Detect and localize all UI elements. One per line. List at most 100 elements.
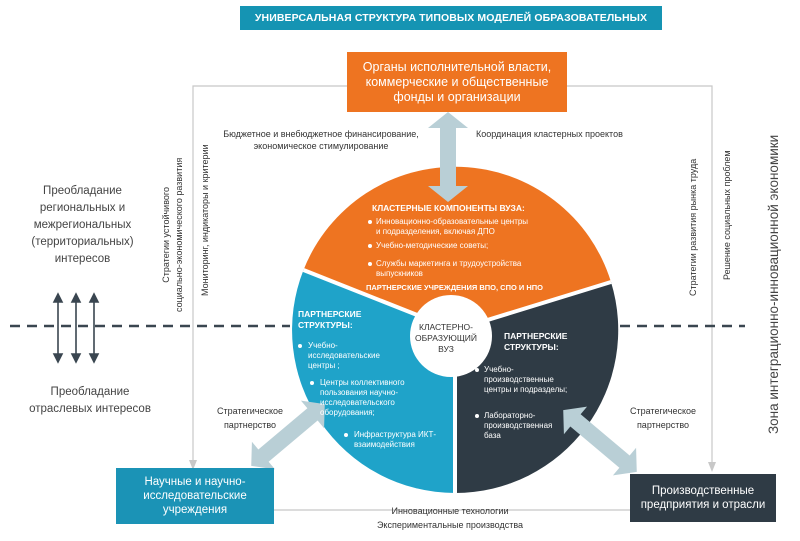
bullet-icon [475,414,479,418]
left-item-line: оборудования; [320,408,375,417]
left-segment-item: Инфраструктура ИКТ- взаимодействия [354,430,436,450]
top-item-line: Инновационно-образовательные центры [376,217,529,226]
segment-top [303,166,611,330]
bullet-icon [298,344,302,348]
left-item-line: Инфраструктура ИКТ- [354,430,437,439]
authorities-box-line: фонды и организации [393,89,521,104]
sectoral-line: Преобладание [50,386,130,398]
innovation-line: Инновационные технологии [391,506,509,516]
social-problems-vertical: Решение социальных проблем [722,150,732,280]
right-segment-item: Лабораторно- производственная база [484,411,552,441]
segment-right [455,282,619,494]
regional-line: межрегиональных [33,219,132,231]
strategy-line: Стратегии устойчивого [161,187,171,283]
right-segment-title: ПАРТНЕРСКИЕ СТРУКТУРЫ: [504,331,567,353]
top-item-line: Службы маркетинга и трудоустройства [376,259,522,268]
sectoral-interests-text: Преобладание отраслевых интересов [20,384,160,418]
bullet-icon [368,244,372,248]
side-double-arrows [52,292,100,364]
funding-label: Бюджетное и внебюджетное финансирование,… [216,128,426,152]
title-banner: УНИВЕРСАЛЬНАЯ СТРУКТУРА ТИПОВЫХ МОДЕЛЕЙ … [240,6,662,48]
frame-arrowhead-right [708,462,716,472]
bullet-icon [310,381,314,385]
sectoral-line: отраслевых интересов [29,403,151,415]
strategic-partnership-left: Стратегическое партнерство [205,404,295,432]
regional-line: (территориальных) [31,236,134,248]
top-segment-item: Инновационно-образовательные центры и по… [376,217,528,237]
right-title-line: СТРУКТУРЫ: [504,342,559,352]
right-title-line: ПАРТНЕРСКИЕ [504,331,568,341]
left-segment-item: Учебно- исследовательские центры ; [308,341,380,371]
regional-interests-text: Преобладание региональных и межрегиональ… [20,183,145,268]
frame-arrowhead-left [189,460,197,470]
bullet-icon [475,368,479,372]
frame-line-left [192,85,347,466]
sustainable-strategy-vertical: Стратегии устойчивого социально-экономич… [160,158,186,312]
research-box-line: учреждения [162,504,228,516]
arrow-top-double [428,112,468,202]
left-item-line: исследовательские [308,351,380,360]
top-item-line: и подразделения, включая ДПО [376,227,495,236]
regional-line: интересов [54,253,111,265]
left-item-line: Учебно- [308,341,338,350]
bullet-icon [368,220,372,224]
funding-line: экономическое стимулирование [253,141,389,151]
industry-box-line: Производственные [651,485,755,497]
center-line: ОБРАЗУЮЩИЙ [414,333,478,343]
left-segment-item: Центры коллективного пользования научно-… [320,378,405,418]
left-item-line: взаимодействия [354,440,415,449]
research-box-line: исследовательские [143,490,247,502]
strategic-left-line: партнерство [223,420,277,430]
bullet-icon [368,262,372,266]
left-item-line: центры ; [308,361,340,370]
bullet-icon [344,433,348,437]
left-item-line: пользования научно- [320,388,398,397]
right-item-line: база [484,431,501,440]
center-line: КЛАСТЕРНО- [419,322,473,332]
left-item-line: Центры коллективного [320,378,405,387]
labor-market-vertical: Стратегии развития рынка труда [688,158,698,296]
right-item-line: производственная [484,421,553,430]
cluster-university-label: КЛАСТЕРНО- ОБРАЗУЮЩИЙ ВУЗ [410,322,482,355]
strategic-right-line: Стратегическое [629,406,696,416]
center-line: ВУЗ [438,344,454,354]
regional-line: региональных и [39,202,126,214]
center-circle [410,295,492,377]
research-box-line: Научные и научно- [144,476,246,488]
arrow-left-double [251,400,325,470]
industry-box: Производственные предприятия и отрасли [630,474,776,522]
right-segment-item: Учебно- производственные центры и подраз… [484,365,567,395]
right-item-line: производственные [484,375,554,384]
top-item-line: выпускников [376,269,423,278]
industry-box-line: предприятия и отрасли [640,499,766,511]
top-segment-title: КЛАСТЕРНЫЕ КОМПОНЕНТЫ ВУЗА: [372,203,525,213]
strategic-left-line: Стратегическое [216,406,283,416]
top-segment-footer: ПАРТНЕРСКИЕ УЧРЕЖДЕНИЯ ВПО, СПО И НПО [366,283,543,292]
innovation-line: Экспериментальные производства [376,520,524,530]
right-item-line: Лабораторно- [484,411,536,420]
top-segment-item: Службы маркетинга и трудоустройства выпу… [376,259,521,279]
authorities-box: Органы исполнительной власти, коммерческ… [347,52,567,112]
left-title-line: СТРУКТУРЫ: [298,320,353,330]
left-title-line: ПАРТНЕРСКИЕ [298,309,362,319]
strategy-line: социально-экономического развития [174,157,184,312]
left-segment-title: ПАРТНЕРСКИЕ СТРУКТУРЫ: [298,309,361,331]
right-item-line: Учебно- [484,365,514,374]
monitoring-vertical: Мониторинг, индикаторы и критерии [200,144,210,296]
research-institutions-box: Научные и научно- исследовательские учре… [116,468,274,524]
right-item-line: центры и подразделы; [484,385,568,394]
left-item-line: исследовательского [320,398,395,407]
regional-line: Преобладание [43,185,122,197]
top-segment-item: Учебно-методические советы; [376,241,489,250]
strategic-partnership-right: Стратегическое партнерство [618,404,708,432]
authorities-box-line: Органы исполнительной власти, [362,59,552,74]
funding-line: Бюджетное и внебюджетное финансирование, [223,129,419,139]
coordination-label: Координация кластерных проектов [476,129,623,139]
innovation-label: Инновационные технологии Экспериментальн… [350,504,550,532]
integration-zone-vertical: Зона интеграционно-инновационной экономи… [766,134,781,434]
authorities-box-line: коммерческие и общественные [365,74,549,89]
arrow-right-double [563,406,637,476]
frame-line-right [567,85,713,470]
strategic-right-line: партнерство [636,420,690,430]
